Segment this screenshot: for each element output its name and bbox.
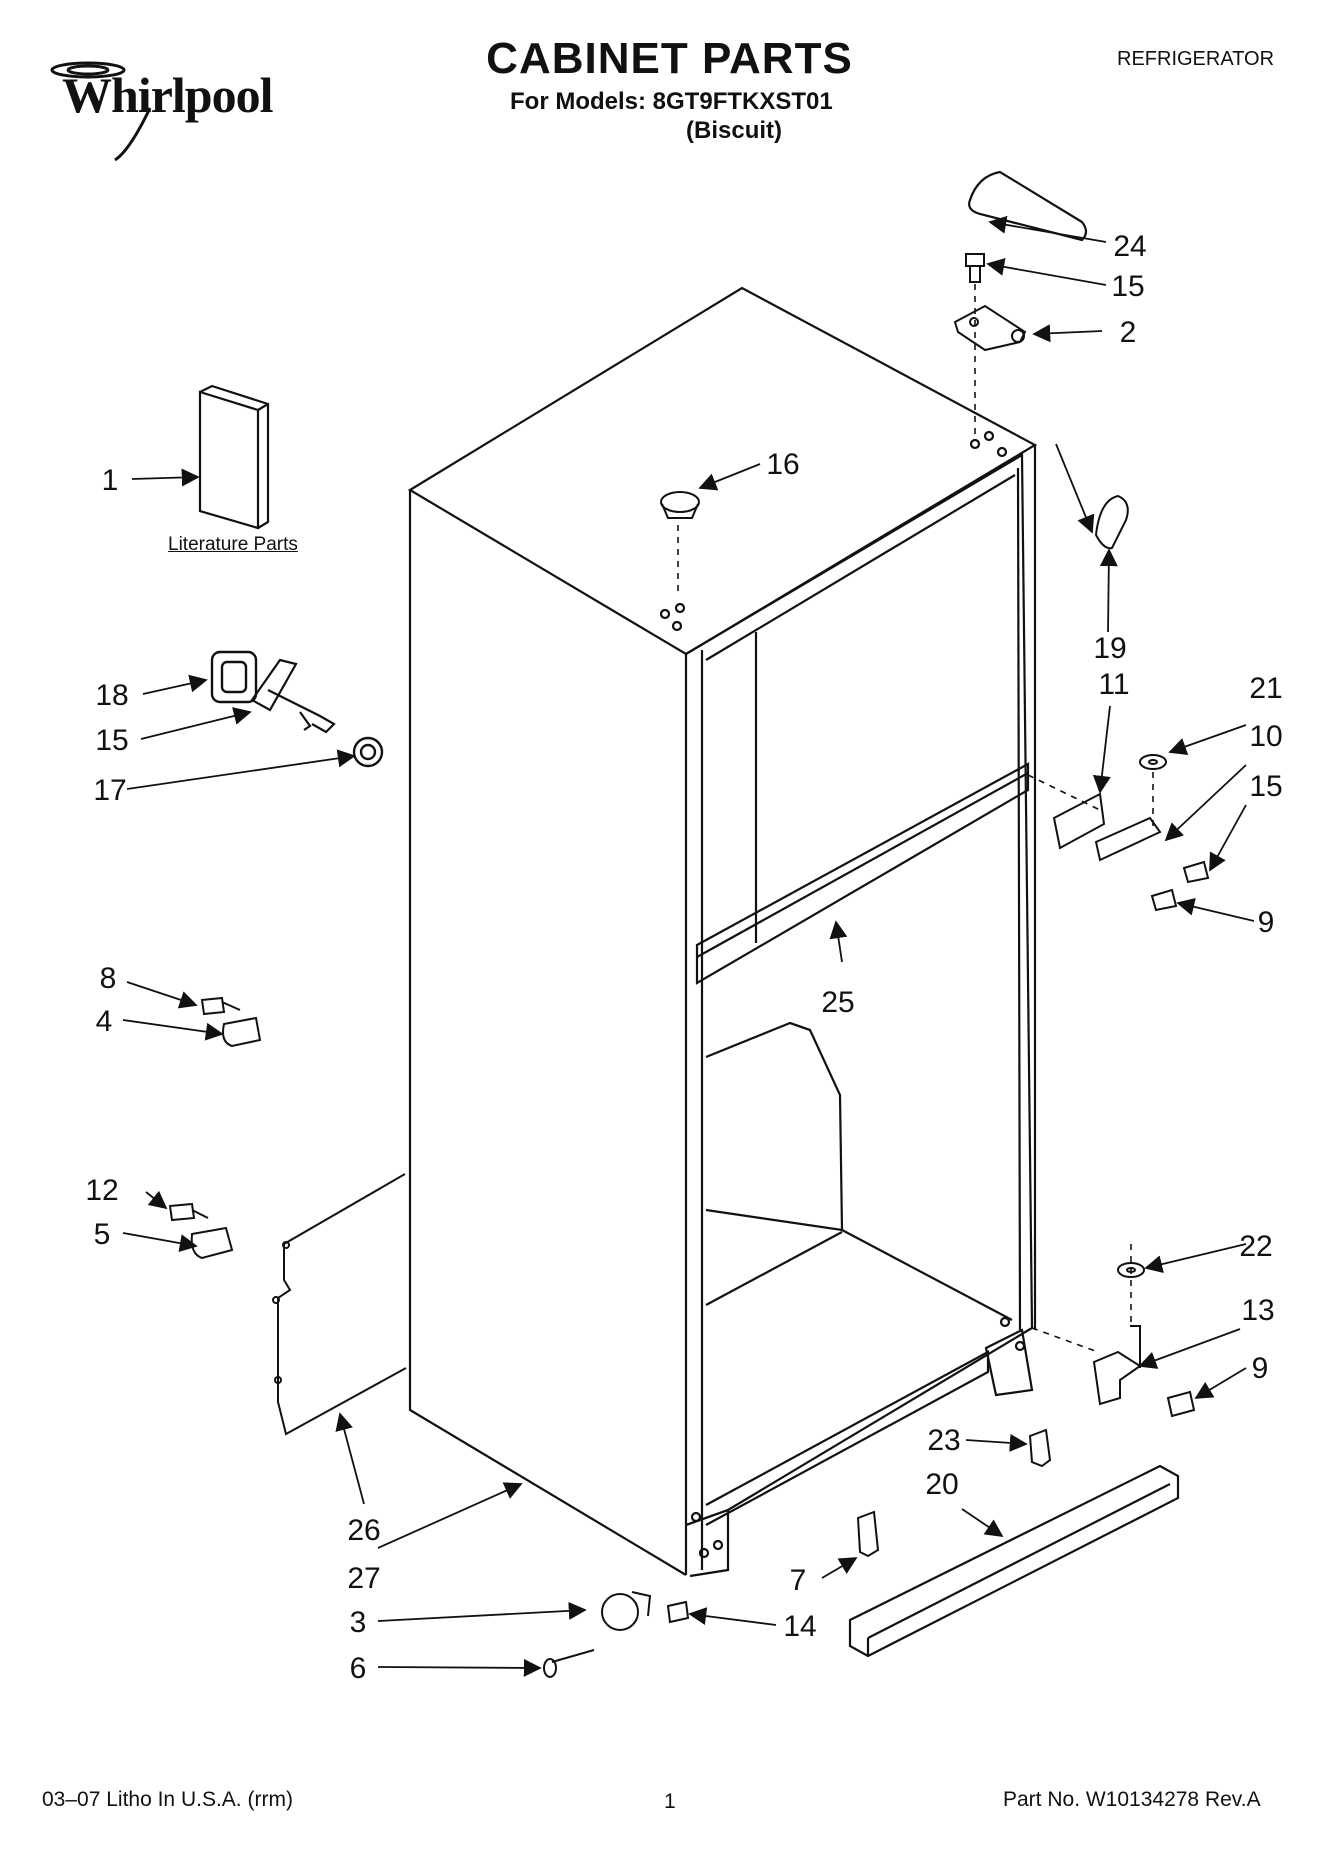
hinge-pin-cover-icon xyxy=(1094,494,1129,550)
leader-dashed xyxy=(1027,774,1101,811)
callout-4: 4 xyxy=(96,1005,113,1038)
leveler-screw-icon xyxy=(200,996,241,1016)
model-color: (Biscuit) xyxy=(686,117,782,144)
rear-access-panel xyxy=(272,1173,407,1436)
plug-button-icon xyxy=(660,491,700,519)
callout-19: 19 xyxy=(1093,632,1126,665)
hinge-screw-top-icon xyxy=(965,253,985,283)
callout-2: 2 xyxy=(1120,316,1137,349)
callout-17: 17 xyxy=(93,774,126,807)
callout-15b: 15 xyxy=(1111,270,1144,303)
callout-labels: 1 2 3 4 5 6 7 8 9 9 10 11 12 13 14 15 15… xyxy=(85,230,1282,1685)
callout-1: 1 xyxy=(102,464,119,497)
hinge-cover-icon xyxy=(968,170,1088,242)
callout-12: 12 xyxy=(85,1174,118,1207)
callout-11: 11 xyxy=(1098,668,1129,701)
roller-pin-icon xyxy=(543,1649,595,1678)
callout-5: 5 xyxy=(94,1218,111,1251)
callout-14: 14 xyxy=(783,1610,816,1643)
callout-23: 23 xyxy=(927,1424,960,1457)
clamp-screw-icon xyxy=(168,1202,209,1222)
footer-print-info: 03–07 Litho In U.S.A. (rrm) xyxy=(42,1788,293,1811)
model-number: For Models: 8GT9FTKXST01 xyxy=(510,88,833,115)
center-hinge-bracket-icon xyxy=(1052,792,1162,862)
document-part-number: Part No. W10134278 Rev.A xyxy=(1003,1788,1261,1811)
callout-21: 21 xyxy=(1249,672,1282,705)
clamp-bracket-lower-icon xyxy=(190,1226,234,1260)
callout-18: 18 xyxy=(95,679,128,712)
callout-9a: 9 xyxy=(1258,906,1275,939)
whirlpool-swirl-icon xyxy=(50,61,152,162)
page-title: CABINET PARTS xyxy=(486,34,853,83)
callout-16: 16 xyxy=(766,448,799,481)
grille-clip-lower-icon xyxy=(856,1510,880,1558)
hinge-screw-icon xyxy=(1150,860,1210,912)
callout-10: 10 xyxy=(1249,720,1282,753)
callout-7: 7 xyxy=(790,1564,807,1597)
callout-3: 3 xyxy=(350,1606,367,1639)
grille-clip-icon xyxy=(1028,1428,1052,1468)
top-hinge-icon xyxy=(953,304,1027,352)
gasket-ring-icon xyxy=(210,650,258,704)
hinge-washer-icon xyxy=(1139,754,1167,770)
callout-27: 27 xyxy=(347,1562,380,1595)
washer-ring-icon xyxy=(352,736,384,768)
callout-22: 22 xyxy=(1239,1230,1272,1263)
literature-booklet-icon xyxy=(198,384,270,530)
callout-15c: 15 xyxy=(1249,770,1282,803)
toe-grille-icon xyxy=(848,1464,1180,1658)
leader-dashed xyxy=(1031,1327,1099,1353)
literature-parts-label: Literature Parts xyxy=(168,534,298,555)
callout-6: 6 xyxy=(350,1652,367,1685)
callout-24: 24 xyxy=(1113,230,1146,263)
callout-13: 13 xyxy=(1241,1294,1274,1327)
refrigerator-cabinet xyxy=(407,286,1038,1578)
callout-20: 20 xyxy=(925,1468,958,1501)
roller-screw-icon xyxy=(666,1600,690,1624)
callout-8: 8 xyxy=(100,962,117,995)
callout-15a: 15 xyxy=(95,724,128,757)
pivot-pin-icon xyxy=(250,658,336,734)
callout-26: 26 xyxy=(347,1514,380,1547)
roller-assembly-icon xyxy=(601,1591,652,1631)
bottom-hinge-screw-icon xyxy=(1166,1390,1196,1418)
callout-25: 25 xyxy=(821,986,854,1019)
page-number: 1 xyxy=(664,1790,676,1813)
bottom-hinge-icon xyxy=(1092,1325,1142,1406)
leader-arrows xyxy=(122,215,1255,1677)
appliance-category: REFRIGERATOR xyxy=(1117,48,1275,70)
clamp-bracket-icon xyxy=(222,1016,262,1048)
callout-9b: 9 xyxy=(1252,1352,1269,1385)
